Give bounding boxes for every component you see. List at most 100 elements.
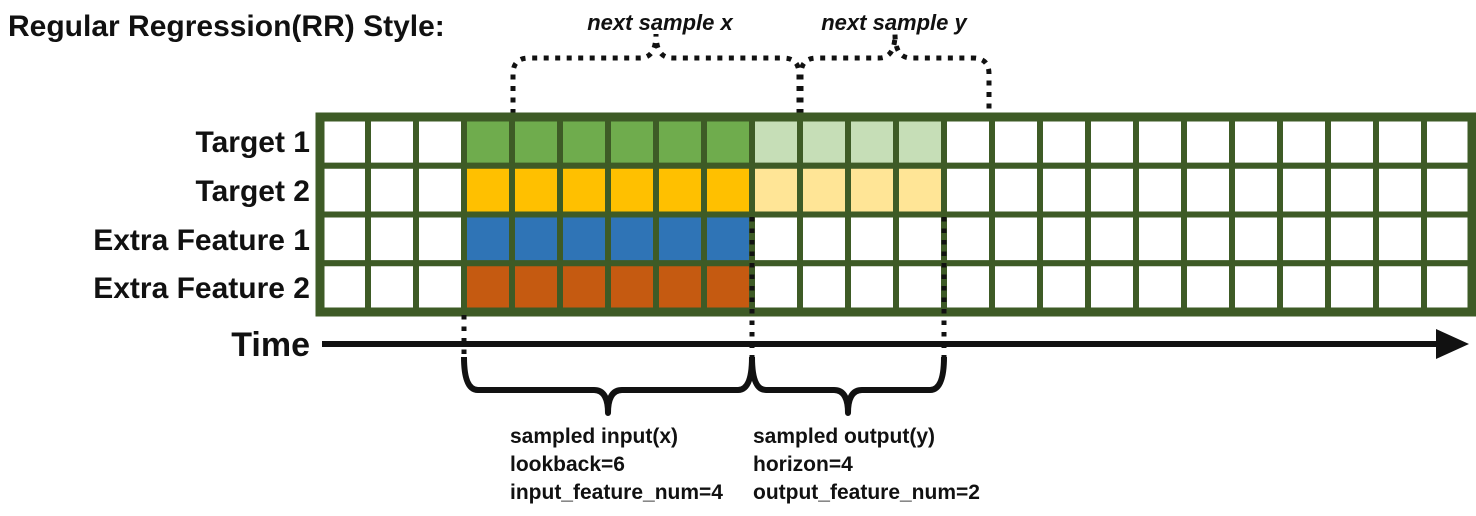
grid-cell (557, 211, 611, 267)
grid-cell (653, 114, 707, 169)
grid-cell (653, 211, 707, 267)
grid-cell (797, 162, 851, 218)
grid-cell (1325, 162, 1379, 218)
grid-cell (1181, 114, 1235, 169)
grid-cell (317, 114, 371, 169)
grid-cell (893, 260, 947, 315)
grid-cell (1373, 114, 1427, 169)
grid-cell (989, 162, 1043, 218)
grid-cell (605, 211, 659, 267)
grid-cell (797, 211, 851, 267)
row-label-target-1: Target 1 (196, 126, 310, 159)
grid-cell (365, 260, 419, 315)
grid-cell (1277, 162, 1331, 218)
sampled-input-title: sampled input(x) (510, 425, 678, 448)
grid-cell (1325, 260, 1379, 315)
grid-cell (1277, 211, 1331, 267)
grid-cell (317, 162, 371, 218)
grid-cell (557, 260, 611, 315)
grid-cell (605, 260, 659, 315)
grid-cell (749, 260, 803, 315)
grid-cell (941, 114, 995, 169)
grid-cell (1085, 114, 1139, 169)
grid-outer-border (315, 112, 1476, 317)
grid-cell (1037, 211, 1091, 267)
grid-cell (557, 162, 611, 218)
time-axis: Time (231, 326, 1469, 364)
grid-cell (605, 162, 659, 218)
grid-cell (1373, 260, 1427, 315)
grid-cell (1325, 211, 1379, 267)
grid-cell (1229, 260, 1283, 315)
grid-cell (1229, 211, 1283, 267)
time-series-grid (317, 114, 1475, 315)
next-sample-y-brace (798, 33, 992, 114)
time-axis-label: Time (231, 326, 310, 364)
grid-cell (1421, 260, 1475, 315)
lookback-value: lookback=6 (510, 453, 625, 476)
grid-cell (1133, 114, 1187, 169)
grid-cell (365, 211, 419, 267)
grid-cell (461, 162, 515, 218)
grid-cell (1325, 114, 1379, 169)
grid-cell (557, 114, 611, 169)
grid-cell (461, 260, 515, 315)
page-title: Regular Regression(RR) Style: (8, 10, 445, 43)
grid-cell (1421, 162, 1475, 218)
grid-cell (1181, 260, 1235, 315)
grid-cell (413, 211, 467, 267)
grid-cell (1085, 162, 1139, 218)
grid-cell (509, 114, 563, 169)
grid-cell (941, 162, 995, 218)
grid-cell (893, 114, 947, 169)
grid-cell (317, 260, 371, 315)
grid-cell (1085, 211, 1139, 267)
sampled-output-title: sampled output(y) (753, 425, 935, 448)
grid-cell (701, 260, 755, 315)
grid-cell (1373, 211, 1427, 267)
grid-cell (845, 114, 899, 169)
grid-cell (701, 114, 755, 169)
grid-cell (845, 211, 899, 267)
grid-cell (749, 211, 803, 267)
grid-cell (317, 211, 371, 267)
grid-cell (1421, 211, 1475, 267)
grid-cell (797, 260, 851, 315)
grid-cell (509, 211, 563, 267)
grid-cell (1037, 260, 1091, 315)
grid-cell (941, 211, 995, 267)
grid-cell (701, 211, 755, 267)
grid-cell (1421, 114, 1475, 169)
grid-cell (653, 162, 707, 218)
grid-cell (797, 114, 851, 169)
row-label-extra-feature-1: Extra Feature 1 (93, 224, 310, 257)
grid-cell (701, 162, 755, 218)
grid-cell (1133, 211, 1187, 267)
sampled-input-brace (461, 356, 755, 416)
grid-cell (509, 162, 563, 218)
grid-cell (1229, 162, 1283, 218)
grid-cell (413, 162, 467, 218)
grid-cell (989, 114, 1043, 169)
grid-cell (1133, 260, 1187, 315)
grid-cell (413, 114, 467, 169)
row-label-target-2: Target 2 (196, 175, 310, 208)
row-label-extra-feature-2: Extra Feature 2 (93, 272, 310, 305)
output-feature-num-value: output_feature_num=2 (753, 481, 980, 504)
grid-cell (749, 162, 803, 218)
grid-cell (1181, 162, 1235, 218)
grid-cell (461, 114, 515, 169)
sampled-output-annotation: sampled output(y) horizon=4 output_featu… (753, 425, 980, 504)
grid-cell (989, 260, 1043, 315)
grid-cell (1133, 162, 1187, 218)
grid-cell (989, 211, 1043, 267)
next-sample-x-label: next sample x (587, 10, 733, 35)
grid-cell (413, 260, 467, 315)
grid-cell (845, 260, 899, 315)
grid-cell (365, 162, 419, 218)
grid-cell (509, 260, 563, 315)
time-axis-arrowhead-icon (1436, 329, 1469, 359)
grid-cell (1277, 114, 1331, 169)
